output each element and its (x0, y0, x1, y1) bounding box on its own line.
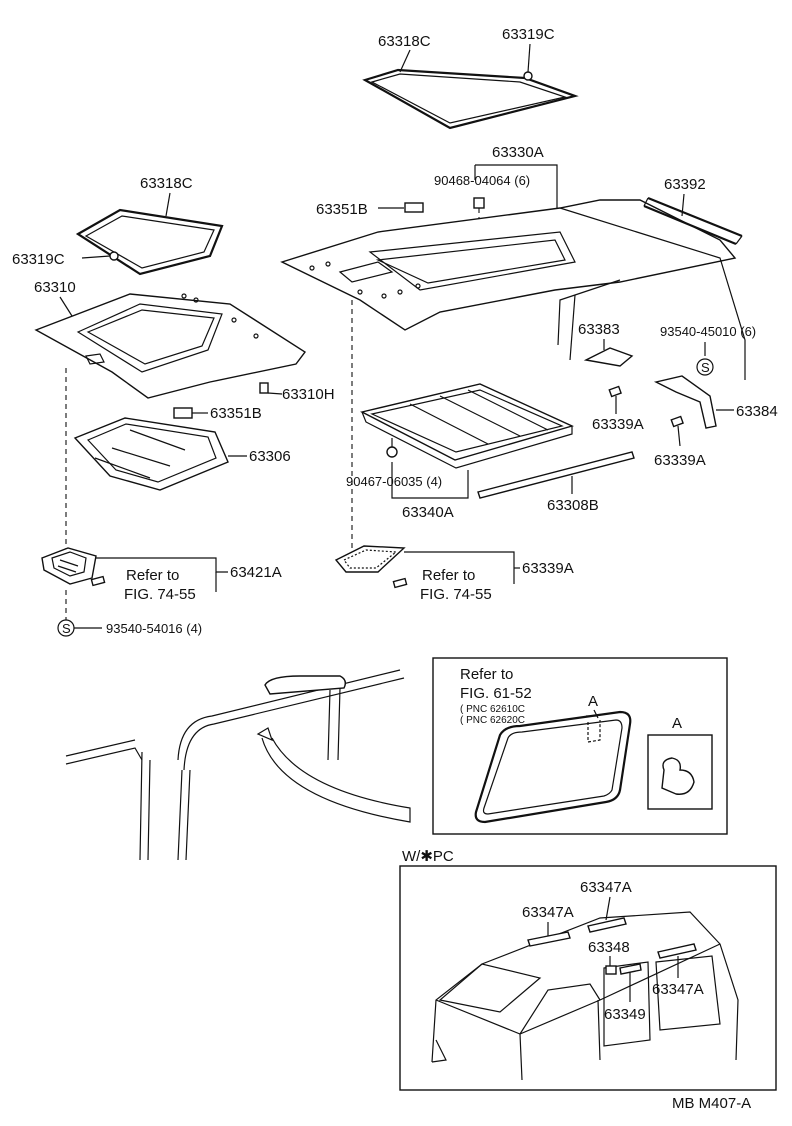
pad-63351B-left (173, 407, 193, 419)
label-63421A: 63421A (230, 564, 282, 581)
clip-90467 (386, 446, 398, 458)
clip-63319C-left (109, 251, 119, 261)
label-63330A: 63330A (492, 144, 544, 161)
label-63310H: 63310H (282, 386, 335, 403)
part-63421A-lamp (41, 547, 97, 585)
pad-63351B-top (404, 202, 424, 213)
detail-a-box (647, 734, 713, 810)
part-63339A-lamp (334, 545, 406, 573)
label-63347A-3: 63347A (652, 981, 704, 998)
label-63310: 63310 (34, 279, 76, 296)
label-63319C-top: 63319C (502, 26, 555, 43)
symbol-s-right: S (701, 360, 710, 375)
label-63351B-left: 63351B (210, 405, 262, 422)
label-63339A-c: 63339A (522, 560, 574, 577)
pc-inset-box (399, 865, 777, 1091)
cap-63347A-1 (527, 931, 571, 947)
symbol-s-left: S (62, 621, 71, 636)
detail-a-box-label: A (672, 715, 682, 732)
van-body-sketch (431, 911, 739, 1081)
refer-to-2: Refer to (422, 567, 475, 584)
cap-63348 (605, 965, 617, 975)
side-window-glass (474, 710, 632, 824)
lens-middle (392, 577, 408, 589)
lens-left (90, 575, 106, 587)
diagram-code: MB M407-A (672, 1095, 751, 1112)
label-90467-06035: 90467-06035 (4) (346, 474, 442, 489)
fig-74-55-b: FIG. 74-55 (420, 586, 492, 603)
pnc-62620c: ( PNC 62620C (460, 715, 525, 726)
label-63339A-b: 63339A (654, 452, 706, 469)
label-63306: 63306 (249, 448, 291, 465)
inset-title-pc: W/✱PC (402, 848, 454, 865)
weatherstrip-section-a (661, 757, 695, 795)
assist-grip (264, 675, 347, 695)
clip-63319C-top (523, 71, 533, 81)
label-63384: 63384 (736, 403, 778, 420)
clip-90468 (473, 197, 485, 209)
label-93540-54016: 93540-54016 (4) (106, 621, 202, 636)
detail-a-label: A (588, 693, 598, 710)
label-90468-04064: 90468-04064 (6) (434, 173, 530, 188)
screw-symbol-s-right (696, 358, 714, 376)
part-63392-rail (643, 196, 743, 246)
label-63340A: 63340A (402, 504, 454, 521)
refer-to-3: Refer to (460, 666, 513, 683)
label-63318C-top: 63318C (378, 33, 431, 50)
part-63318C-left-seal (75, 208, 224, 276)
fig-74-55-a: FIG. 74-55 (124, 586, 196, 603)
clip-63339A-a (608, 385, 622, 398)
cap-63349 (619, 963, 642, 975)
part-63308B-strip (477, 451, 635, 499)
part-63310-headlining (34, 293, 307, 399)
label-63339A-a: 63339A (592, 416, 644, 433)
bracket-63383 (583, 347, 634, 367)
label-63308B: 63308B (547, 497, 599, 514)
bracket-63384 (653, 375, 717, 429)
pnc-62610c: ( PNC 62610C (460, 704, 525, 715)
part-63318C-top-seal (362, 68, 579, 130)
fig-61-52: FIG. 61-52 (460, 685, 532, 702)
part-63306-frame (73, 417, 229, 491)
part-63330A-roof-headlining (280, 199, 746, 380)
part-63340A-panel (359, 383, 575, 469)
window-inset-box (432, 657, 728, 835)
clip-63339A-b (670, 415, 684, 428)
cap-63347A-3 (657, 943, 697, 959)
label-63319C-left: 63319C (12, 251, 65, 268)
label-63318C-left: 63318C (140, 175, 193, 192)
cap-63347A-2 (587, 917, 627, 933)
label-63383: 63383 (578, 321, 620, 338)
label-93540-45010: 93540-45010 (6) (660, 324, 756, 339)
label-63347A-1: 63347A (580, 879, 632, 896)
refer-to-1: Refer to (126, 567, 179, 584)
clip-63310H (259, 382, 269, 394)
label-63347A-2: 63347A (522, 904, 574, 921)
label-63392: 63392 (664, 176, 706, 193)
body-pillar-sketch (65, 669, 411, 861)
label-63349: 63349 (604, 1006, 646, 1023)
label-63351B-top: 63351B (316, 201, 368, 218)
label-63348: 63348 (588, 939, 630, 956)
